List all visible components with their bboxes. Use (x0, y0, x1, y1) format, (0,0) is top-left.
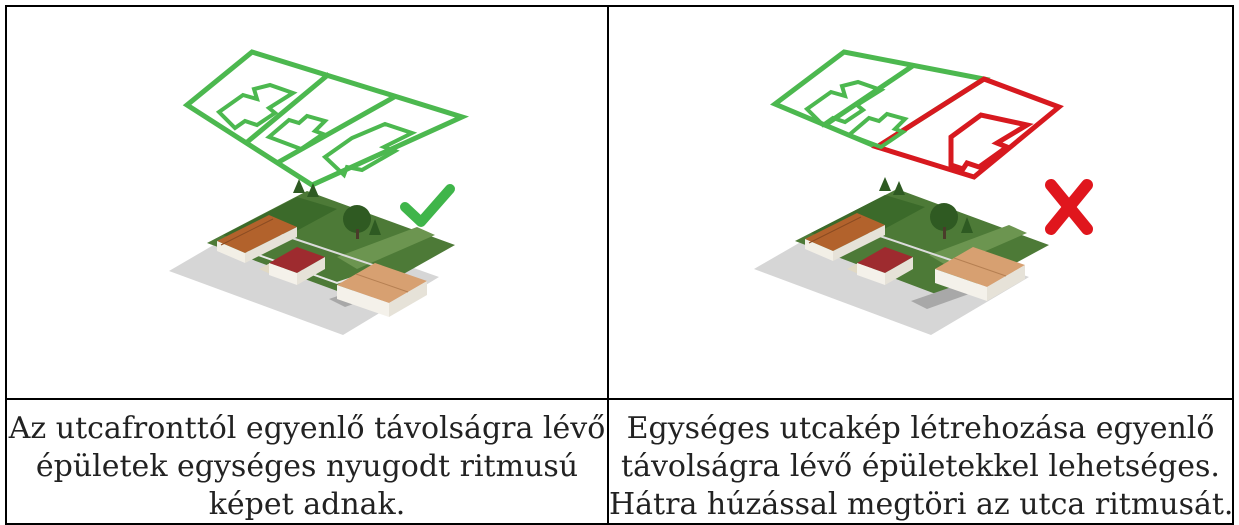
house-footprint (265, 113, 329, 152)
plot-boundary (182, 49, 470, 188)
incorrect-illustration-cell (609, 7, 1232, 400)
tree (293, 179, 381, 235)
correct-illustration (169, 49, 470, 335)
incorrect-illustration (754, 49, 1093, 335)
house-red (269, 247, 325, 285)
incorrect-caption: Egységes utcakép létrehozása egyenlő táv… (609, 400, 1232, 523)
cross-icon (1045, 179, 1093, 235)
caption-line: Egységes utcakép létrehozása egyenlő (626, 411, 1215, 446)
house-footprint (321, 121, 418, 179)
tree (343, 205, 371, 239)
plot-boundary-red (871, 76, 1064, 180)
house-brown (805, 213, 885, 261)
house-footprint (845, 111, 909, 150)
plot-divider (275, 93, 398, 166)
street-scene (169, 179, 455, 335)
caption-line: épületek egységes nyugodt ritmusú (35, 449, 579, 484)
caption-line: Hátra húzással megtöri az utca ritmusát. (609, 487, 1232, 522)
tree (930, 203, 958, 239)
caption-line: Az utcafronttól egyenlő távolságra lévő (8, 411, 606, 446)
incorrect-caption-cell: Egységes utcakép létrehozása egyenlő táv… (609, 400, 1232, 523)
house-brown (217, 215, 297, 263)
tree (879, 177, 973, 233)
plot-outline-diagram (182, 49, 470, 188)
street-scene (754, 177, 1049, 335)
correct-caption-cell: Az utcafronttól egyenlő távolságra lévő … (7, 400, 609, 523)
comparison-table: Az utcafronttól egyenlő távolságra lévő … (5, 5, 1234, 525)
check-icon (400, 184, 455, 227)
house-tan (337, 263, 427, 317)
house-tan-setback (935, 247, 1025, 301)
caption-line: távolságra lévő épületekkel lehetséges. (621, 449, 1220, 484)
correct-caption: Az utcafronttól egyenlő távolságra lévő … (7, 400, 607, 523)
house-footprint (215, 82, 298, 131)
house-footprint (803, 79, 886, 128)
caption-line: képet adnak. (208, 487, 406, 522)
plot-outline-diagram (770, 49, 1064, 180)
house-red (857, 247, 913, 285)
plot-divider (244, 72, 331, 145)
house-footprint-red (948, 112, 1034, 172)
correct-illustration-cell (7, 7, 609, 400)
